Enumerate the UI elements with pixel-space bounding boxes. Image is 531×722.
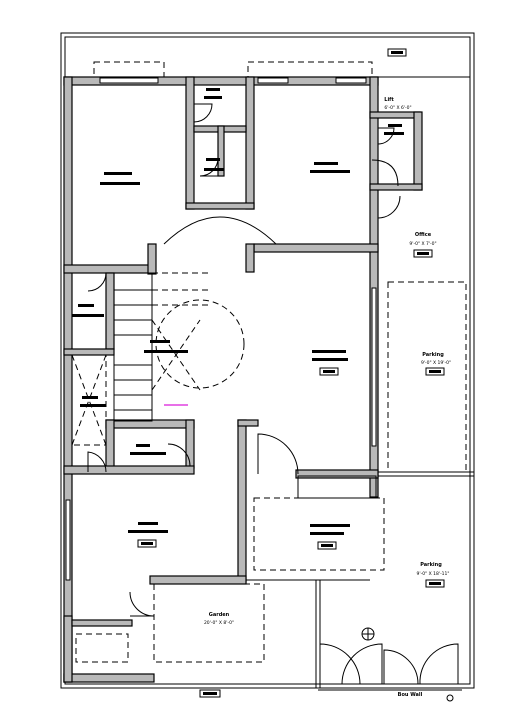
door-bedroom-2 (129, 591, 155, 617)
plot-boundary (60, 32, 475, 689)
arch-office (371, 159, 399, 187)
main-gate (318, 643, 462, 691)
bath2-dashed (75, 633, 129, 663)
tag-dining (310, 524, 350, 550)
lift-size: 6'-0" X 6'-0" (384, 105, 411, 111)
wall-bath2-top (71, 619, 133, 627)
door-kitchen (167, 443, 191, 467)
window-left (65, 499, 71, 581)
plot-boundary-inner (64, 36, 471, 685)
tag-lobby (144, 340, 188, 353)
garden-name: Garden (209, 612, 230, 618)
store-cross (71, 354, 107, 446)
store-dashed (71, 354, 107, 446)
wall-lift-bottom (369, 183, 423, 191)
wall-lower-left-v (105, 419, 115, 473)
garden-size: 20'-0" X 8'-0" (204, 620, 234, 626)
tag-bedroom-1 (100, 172, 140, 185)
wall-center-h (253, 243, 379, 253)
wall-bottom (63, 673, 155, 683)
parking-1-name: Parking (422, 352, 444, 358)
wall-foyer-h (295, 469, 379, 479)
wall-bath-inner (217, 125, 225, 177)
wall-bath-left (185, 76, 195, 210)
wall-stair-v (147, 243, 157, 275)
window-top-1 (99, 77, 159, 84)
wall-center-v (245, 243, 255, 273)
parking-1-area (387, 281, 467, 473)
pole-icon (446, 694, 454, 702)
tag-bath-1 (204, 88, 222, 99)
top-dashed-left (93, 61, 165, 79)
tag-bedroom-3 (128, 522, 168, 548)
office-name: Office (415, 232, 432, 238)
window-top-2 (257, 77, 289, 84)
wall-dining-v (237, 419, 247, 583)
boundary-wall-label: Bou Wall (398, 692, 423, 698)
tag-bedroom-2 (310, 162, 350, 173)
parking-2-name: Parking (420, 562, 442, 568)
door-lift (377, 127, 395, 145)
window-right (371, 287, 377, 447)
wall-left-h1 (63, 264, 151, 274)
door-toilet (87, 451, 107, 473)
foyer-dashed (253, 497, 385, 571)
tag-top (387, 48, 407, 57)
tag-kitchen (130, 444, 166, 455)
lobby-cross (151, 319, 201, 391)
wall-lift-top (369, 111, 421, 119)
wall-bath-bottom (185, 202, 255, 210)
office-size: 9'-0" X 7'-0" (409, 241, 436, 247)
arch-top (163, 216, 277, 245)
tag-lift-name (384, 124, 404, 135)
tag-bath-2 (204, 158, 224, 171)
wall-lift-right (369, 76, 379, 498)
wall-store-right (105, 272, 115, 350)
tag-toilet (80, 396, 106, 407)
staircase (113, 272, 210, 422)
tag-store (72, 304, 104, 317)
wall-lower-v (185, 419, 195, 469)
tag-office (413, 249, 433, 258)
wall-left (63, 76, 73, 683)
door-office (377, 195, 401, 219)
lobby-dashed-circle (155, 299, 245, 389)
wall-dining-top (237, 419, 259, 427)
parking-2-size: 9'-0" X 18'-11" (417, 571, 450, 577)
wall-bath-right (245, 76, 255, 210)
wall-bed-bottom (149, 575, 247, 585)
lift-name: Lift (384, 97, 394, 103)
tag-living (312, 350, 348, 376)
tag-parking-1 (425, 367, 445, 376)
foyer-step (297, 475, 377, 499)
door-store (87, 272, 107, 292)
wall-lower-bottom (63, 465, 195, 475)
lamp-icon-cross (362, 628, 374, 640)
wall-store-h (63, 348, 115, 356)
wall-lift-side (413, 111, 423, 191)
tag-bottom (199, 689, 221, 698)
garden-dashed (153, 583, 265, 663)
tag-parking-2 (425, 579, 445, 588)
door-bath-1 (193, 103, 213, 123)
wall-bath2-v (63, 615, 73, 683)
window-top-3 (335, 77, 367, 84)
top-strip (64, 36, 471, 78)
door-living (257, 433, 299, 475)
top-dashed-right (247, 61, 373, 79)
parking-1-size: 9'-0" X 19'-0" (421, 360, 451, 366)
